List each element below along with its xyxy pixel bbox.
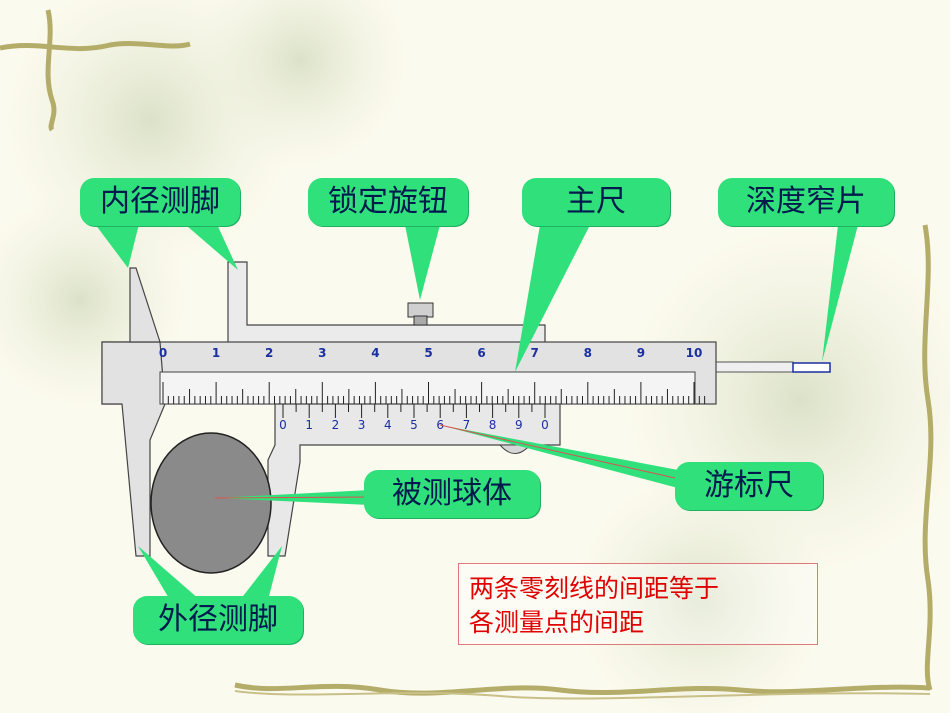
main-scale-number: 1 (212, 346, 220, 360)
main-scale-number: 4 (371, 346, 379, 360)
outer-jaw-pointer-2 (240, 546, 282, 600)
vine-left-vertical (45, 9, 57, 132)
main-scale-numbers: 0 1 2 3 4 5 6 7 8 9 10 (159, 346, 703, 360)
main-scale-strip (159, 371, 696, 405)
lock-knob (407, 302, 434, 318)
fixed-inner-jaw (129, 267, 161, 343)
vernier-number: 2 (332, 418, 340, 432)
main-scale-number: 7 (531, 346, 539, 360)
vernier-pointer (440, 425, 678, 488)
vine-right-vertical (922, 224, 934, 691)
callout-inner-jaw: 内径测脚 (80, 178, 240, 226)
callout-depth-rod: 深度窄片 (718, 178, 894, 226)
depth-rod-pointer (822, 225, 858, 362)
vernier-number: 1 (305, 418, 313, 432)
vernier-number: 9 (515, 418, 523, 432)
main-scale-pointer (515, 225, 590, 372)
vernier-number: 7 (463, 418, 471, 432)
vernier-number: 3 (358, 418, 366, 432)
vine-bottom (234, 682, 931, 696)
explanation-note: 两条零刻线的间距等于 各测量点的间距 (458, 563, 818, 645)
measured-ball (150, 432, 272, 574)
ball-pointer-line (214, 496, 371, 499)
callout-measured-ball: 被测球体 (364, 470, 540, 518)
main-scale-number: 0 (159, 346, 167, 360)
note-line-1: 两条零刻线的间距等于 (469, 574, 720, 603)
slider-upper-arm (227, 261, 546, 346)
flower-blur-2 (190, 0, 410, 170)
outer-jaw-pointer (138, 546, 200, 600)
lock-knob-pointer (405, 225, 440, 300)
note-line-2: 各测量点的间距 (469, 608, 645, 637)
vernier-number: 5 (410, 418, 418, 432)
callout-main-scale: 主尺 (522, 178, 670, 226)
depth-rod (714, 361, 794, 373)
flower-blur-4 (570, 470, 830, 713)
vine-top-left (0, 41, 191, 52)
vernier-slider (267, 403, 561, 557)
main-scale-number: 2 (265, 346, 273, 360)
callout-vernier: 游标尺 (675, 462, 823, 510)
inner-jaw-pointer-2 (180, 220, 238, 270)
callout-lock-knob: 锁定旋钮 (308, 178, 468, 226)
main-scale-number: 3 (318, 346, 326, 360)
main-scale-number: 9 (637, 346, 645, 360)
vine-bottom-shadow (234, 690, 931, 700)
main-scale-number: 6 (477, 346, 485, 360)
depth-rod-tip (792, 362, 831, 373)
main-scale-number: 5 (424, 346, 432, 360)
main-scale-number: 10 (686, 346, 703, 360)
lock-knob-stem (413, 315, 428, 326)
vernier-scale-ticks (282, 404, 546, 418)
vernier-number: 0 (541, 418, 549, 432)
main-scale-number: 8 (584, 346, 592, 360)
vernier-number: 8 (489, 418, 497, 432)
callout-outer-jaw: 外径测脚 (133, 596, 303, 644)
fixed-outer-jaw (101, 341, 166, 557)
vernier-number: 0 (279, 418, 287, 432)
inner-jaw-pointer (92, 220, 140, 268)
vernier-pointer-line (439, 424, 676, 479)
vernier-number: 4 (384, 418, 392, 432)
main-scale-ticks (162, 382, 706, 404)
